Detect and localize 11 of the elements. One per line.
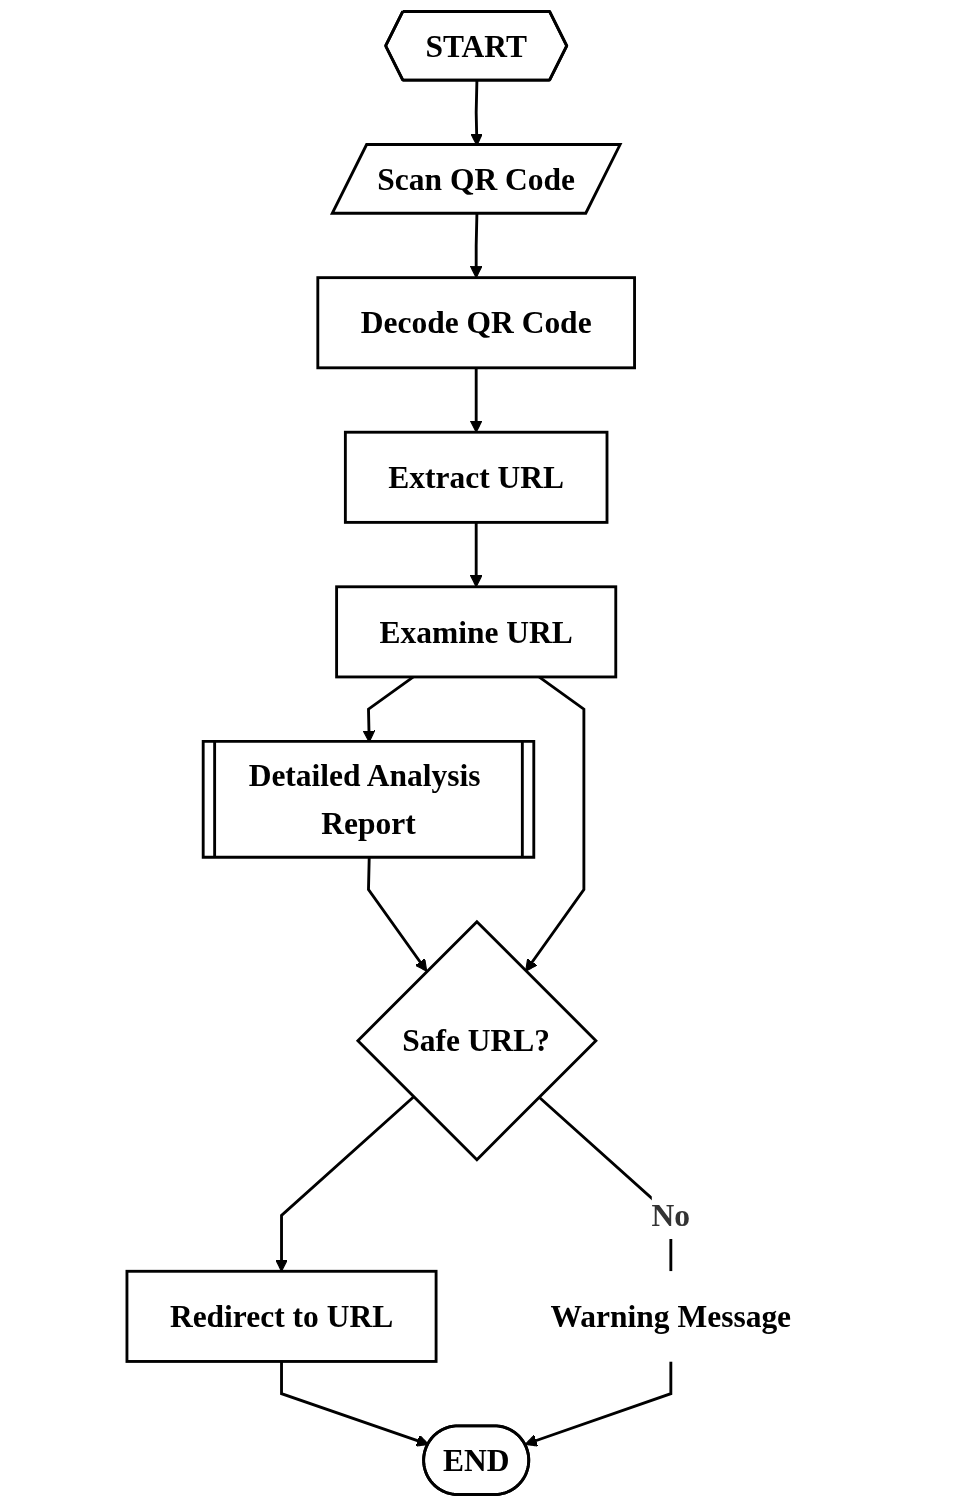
arrow (469, 367, 483, 433)
node-text: Warning Message (550, 1298, 792, 1335)
arrow (275, 1095, 415, 1272)
node-box: Redirect to URL (125, 1269, 438, 1363)
edge-label: No (651, 1197, 691, 1234)
arrow (367, 857, 428, 972)
node-box: Extract URL (343, 430, 609, 524)
node-diamond: Safe URL? (355, 919, 598, 1162)
node-box: Examine URL (335, 585, 618, 679)
arrow (524, 1361, 673, 1447)
node-box: Decode QR Code (316, 276, 636, 370)
